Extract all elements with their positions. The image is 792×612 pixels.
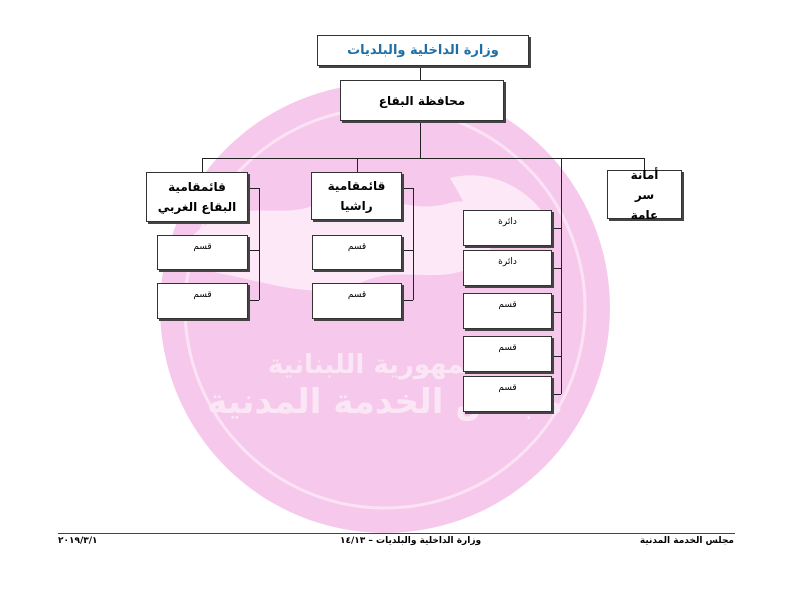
rashaya-label: قائمقامية راشيا: [327, 179, 386, 213]
secretariat-box: أمانة سر عامة: [607, 168, 682, 222]
connector-stub: [552, 356, 561, 357]
secretariat-section-3: قسم: [463, 376, 552, 412]
ministry-label: وزارة الداخلية والبلديات: [347, 43, 499, 58]
rashaya-section-2: قسم: [312, 283, 402, 319]
connector-horizontal-bus: [202, 158, 644, 159]
connector-vertical-rashaya: [413, 188, 414, 300]
connector-stub: [248, 250, 259, 251]
west-bekaa-box: قائمقامية البقاع الغربي: [146, 172, 248, 222]
connector-stub: [248, 300, 259, 301]
connector-stub: [402, 300, 413, 301]
section-label: قسم: [498, 343, 517, 353]
secretariat-department-2: دائرة: [463, 250, 552, 286]
ministry-box: وزارة الداخلية والبلديات: [317, 35, 529, 66]
connector-stub: [402, 250, 413, 251]
connector-ministry-governorate: [420, 66, 421, 80]
section-label: قسم: [498, 383, 517, 393]
rashaya-box: قائمقامية راشيا: [311, 172, 402, 220]
department-label: دائرة: [498, 217, 517, 227]
connector-governorate-trunk: [420, 121, 421, 158]
connector-vertical-west-bekaa: [259, 188, 260, 300]
department-label: دائرة: [498, 257, 517, 267]
connector-drop-secretariat: [644, 158, 645, 170]
connector-stub: [402, 188, 413, 189]
governorate-box: محافظة البقاع: [340, 80, 504, 121]
rashaya-section-1: قسم: [312, 235, 402, 270]
governorate-label: محافظة البقاع: [378, 93, 466, 108]
connector-stub: [552, 268, 561, 269]
connector-drop-west-bekaa: [202, 158, 203, 172]
footer-date: ٢٠١٩/٣/١: [58, 536, 98, 546]
section-label: قسم: [193, 242, 212, 252]
west-bekaa-label: قائمقامية البقاع الغربي: [157, 180, 237, 214]
secretariat-section-2: قسم: [463, 336, 552, 372]
west-bekaa-section-2: قسم: [157, 283, 248, 319]
section-label: قسم: [193, 290, 212, 300]
section-label: قسم: [498, 300, 517, 310]
connector-stub: [552, 394, 561, 395]
secretariat-section-1: قسم: [463, 293, 552, 329]
secretariat-label: أمانة سر عامة: [630, 167, 659, 222]
connector-vertical-secretariat-list: [561, 158, 562, 394]
connector-stub: [248, 188, 259, 189]
west-bekaa-section-1: قسم: [157, 235, 248, 270]
section-label: قسم: [347, 290, 367, 300]
footer-center-text: وزارة الداخلية والبلديات – ١٤/١٣: [340, 536, 482, 546]
footer-right-text: مجلس الخدمة المدنية: [639, 536, 734, 546]
footer-rule: [58, 533, 735, 534]
connector-drop-rashaya: [357, 158, 358, 172]
connector-stub: [552, 312, 561, 313]
section-label: قسم: [347, 242, 367, 252]
connector-stub: [552, 228, 561, 229]
secretariat-department-1: دائرة: [463, 210, 552, 246]
